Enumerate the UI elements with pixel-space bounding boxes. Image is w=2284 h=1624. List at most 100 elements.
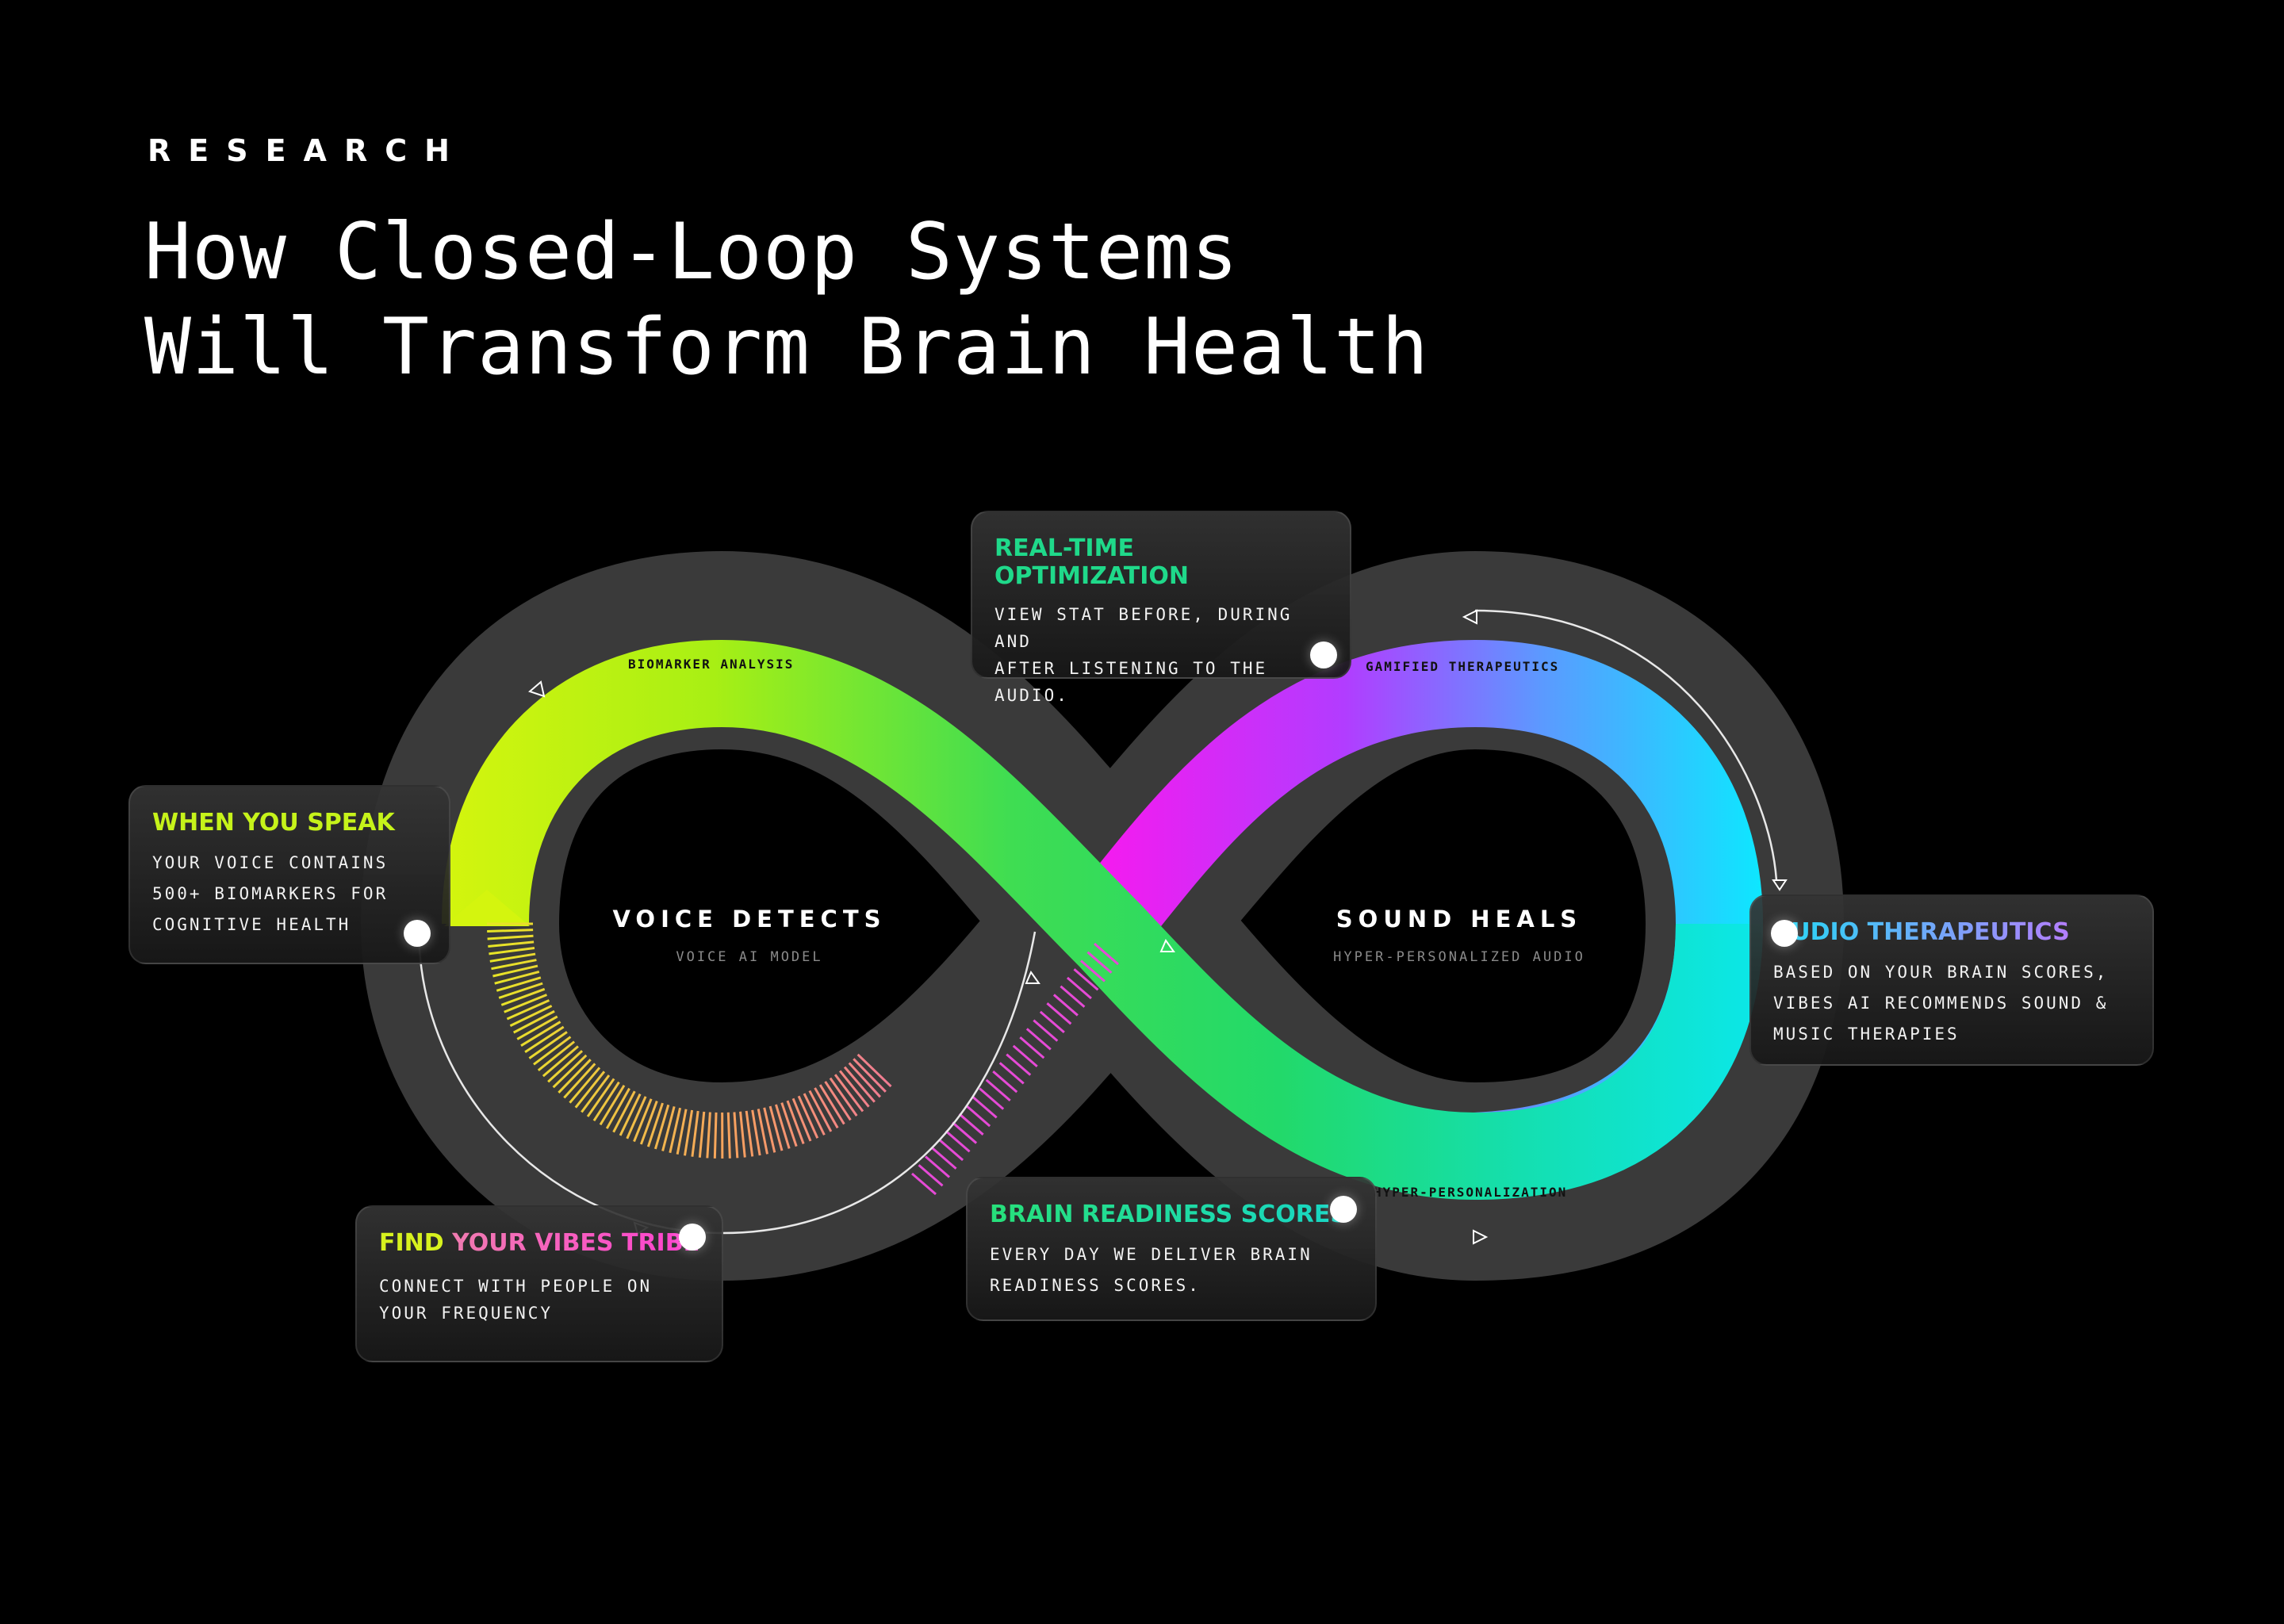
card-audio-therapeutics: AUDIO THERAPEUTICS BASED ON YOUR BRAIN S… bbox=[1749, 894, 2154, 1066]
tick-mark bbox=[633, 1098, 653, 1143]
tick-mark bbox=[500, 987, 546, 1006]
node-dot-audio bbox=[1771, 920, 1798, 947]
node-dot-realtime bbox=[1310, 642, 1337, 668]
tick-mark bbox=[653, 1104, 670, 1150]
tick-mark bbox=[496, 976, 542, 992]
tick-mark bbox=[684, 1109, 694, 1156]
card-brain-line-1: EVERY DAY WE DELIVER BRAIN bbox=[990, 1245, 1313, 1264]
tick-mark bbox=[661, 1105, 676, 1151]
tick-mark bbox=[542, 1045, 579, 1078]
tick-mark bbox=[780, 1102, 798, 1147]
tick-mark bbox=[489, 947, 535, 956]
card-realtime-title: REAL-TIME OPTIMIZATION bbox=[994, 534, 1190, 590]
tick-mark bbox=[1086, 951, 1113, 974]
tick-mark bbox=[706, 1112, 711, 1159]
node-dot-brain bbox=[1330, 1196, 1357, 1223]
tick-mark bbox=[1033, 1019, 1059, 1042]
tick-mark bbox=[1039, 1010, 1065, 1034]
tick-mark bbox=[516, 1015, 558, 1040]
tick-mark bbox=[834, 1074, 864, 1113]
tick-mark bbox=[998, 1062, 1025, 1085]
loop-band-main bbox=[442, 639, 1763, 1201]
card-realtime-line-1: VIEW STAT BEFORE, DURING AND bbox=[994, 605, 1293, 651]
tick-mark bbox=[487, 929, 534, 933]
tick-mark bbox=[952, 1121, 978, 1144]
sound-heals-title: SOUND HEALS bbox=[1336, 906, 1583, 933]
tick-mark bbox=[1046, 1002, 1072, 1025]
tick-mark bbox=[931, 1147, 957, 1170]
tick-mark bbox=[803, 1093, 826, 1136]
tick-mark bbox=[491, 959, 537, 971]
tick-mark bbox=[619, 1093, 642, 1136]
guide-arrow-1 bbox=[528, 680, 546, 698]
tick-mark bbox=[726, 1112, 731, 1159]
path-label-biomarker: BIOMARKER ANALYSIS bbox=[628, 657, 795, 672]
card-speak-line-3: COGNITIVE HEALTH bbox=[152, 915, 351, 934]
card-tribe-line-2: YOUR FREQUENCY bbox=[379, 1304, 554, 1323]
headline-line-1: How Closed-Loop Systems bbox=[144, 207, 1240, 297]
tick-mark bbox=[808, 1090, 833, 1132]
tick-mark bbox=[646, 1102, 664, 1147]
tick-mark bbox=[938, 1138, 964, 1162]
tick-mark bbox=[713, 1112, 718, 1159]
tick-mark bbox=[537, 1040, 576, 1072]
card-find-your-vibes-tribe: FIND YOUR VIBES TRIBE CONNECT WITH PEOPL… bbox=[355, 1205, 723, 1362]
tick-mark bbox=[691, 1110, 699, 1157]
tick-mark bbox=[528, 1031, 568, 1059]
voice-detects-title: VOICE DETECTS bbox=[612, 906, 887, 933]
tick-mark bbox=[824, 1081, 852, 1121]
section-eyebrow: RESEARCH bbox=[148, 133, 467, 168]
card-tribe-title: FIND YOUR VIBES TRIBE bbox=[379, 1229, 701, 1257]
tick-mark bbox=[569, 1067, 601, 1104]
tick-mark bbox=[599, 1084, 626, 1126]
loop-arrow-left bbox=[444, 890, 530, 926]
tick-mark bbox=[763, 1107, 776, 1153]
tick-mark bbox=[676, 1109, 688, 1155]
tick-mark bbox=[612, 1090, 636, 1133]
tick-mark bbox=[925, 1155, 951, 1178]
node-dot-speak bbox=[404, 920, 431, 947]
tick-mark bbox=[992, 1070, 1018, 1094]
tick-mark bbox=[586, 1078, 615, 1117]
tick-mark bbox=[751, 1109, 761, 1156]
tick-mark bbox=[739, 1111, 746, 1158]
card-audio-title: AUDIO THERAPEUTICS bbox=[1773, 918, 2132, 946]
tick-mark bbox=[552, 1054, 588, 1089]
tick-mark bbox=[524, 1025, 565, 1053]
tick-mark bbox=[757, 1109, 768, 1155]
tick-mark bbox=[698, 1111, 706, 1158]
tick-mark bbox=[547, 1050, 584, 1083]
tick-mark bbox=[818, 1084, 845, 1125]
card-brain-readiness-scores: BRAIN READINESS SCORES EVERY DAY WE DELI… bbox=[966, 1177, 1377, 1321]
path-label-hyper: HYPER-PERSONALIZATION bbox=[1374, 1185, 1568, 1200]
guide-arrow-2 bbox=[1462, 609, 1477, 625]
tick-mark bbox=[558, 1059, 592, 1094]
tick-mark bbox=[797, 1095, 819, 1139]
tick-mark bbox=[745, 1110, 754, 1157]
tick-mark bbox=[669, 1107, 682, 1154]
tick-mark bbox=[848, 1062, 882, 1098]
headline-line-2: Will Transform Brain Health bbox=[144, 302, 1430, 393]
tick-mark bbox=[574, 1071, 606, 1109]
tick-mark bbox=[1012, 1044, 1038, 1068]
tick-mark bbox=[945, 1130, 971, 1153]
tick-mark bbox=[487, 934, 534, 940]
tick-mark bbox=[506, 999, 550, 1021]
tick-mark bbox=[504, 994, 548, 1013]
tick-mark bbox=[1060, 985, 1086, 1008]
tick-mark bbox=[843, 1066, 876, 1103]
card-speak-line-1: YOUR VOICE CONTAINS bbox=[152, 853, 389, 872]
tick-mark bbox=[512, 1009, 555, 1034]
guide-arrow-7 bbox=[1159, 938, 1175, 952]
tick-mark bbox=[979, 1087, 1005, 1110]
tick-mark bbox=[1006, 1053, 1032, 1076]
tick-mark bbox=[786, 1100, 805, 1144]
page-headline: How Closed-Loop Systems Will Transform B… bbox=[144, 205, 1429, 395]
card-brain-title: BRAIN READINESS SCORES bbox=[990, 1201, 1355, 1228]
tick-mark bbox=[509, 1005, 553, 1027]
voice-detects-subtitle: VOICE AI MODEL bbox=[676, 949, 823, 965]
tick-mark bbox=[533, 1036, 572, 1066]
card-tribe-title-part-1: FIND bbox=[379, 1229, 444, 1257]
card-audio-line-1: BASED ON YOUR BRAIN SCORES, bbox=[1773, 963, 2109, 982]
